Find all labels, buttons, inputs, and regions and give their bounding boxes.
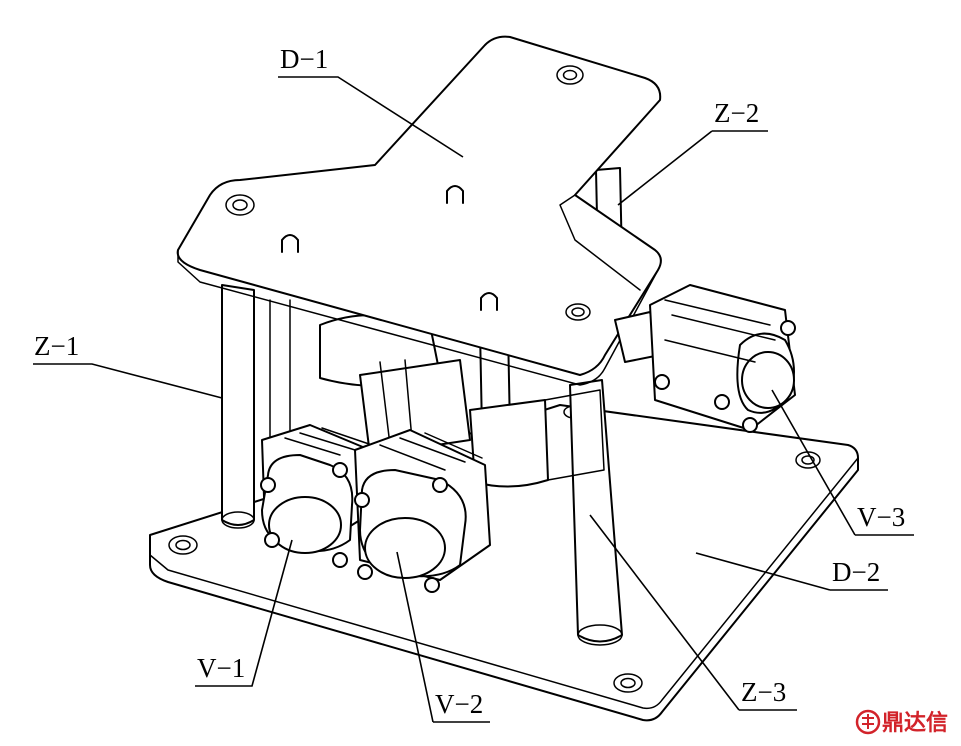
label-z2: Z−2 bbox=[714, 98, 759, 128]
leader-z1 bbox=[33, 363, 223, 399]
watermark-text: 鼎达信 bbox=[882, 710, 948, 736]
leader-d2 bbox=[695, 552, 888, 591]
label-d1: D−1 bbox=[280, 44, 328, 74]
column-z1 bbox=[221, 284, 291, 529]
watermark-icon bbox=[855, 709, 881, 735]
top-plate-d1 bbox=[176, 35, 662, 386]
cylinder-v3 bbox=[614, 284, 796, 433]
label-d2: D−2 bbox=[832, 557, 880, 587]
leader-v1 bbox=[195, 539, 293, 687]
label-v2: V−2 bbox=[435, 689, 483, 719]
center-housing bbox=[319, 314, 605, 488]
label-v1: V−1 bbox=[197, 653, 245, 683]
part-labels: D−1 Z−2 Z−1 V−3 D−2 V−1 Z−3 V−2 bbox=[34, 44, 905, 719]
leader-d1 bbox=[278, 76, 464, 158]
cylinder-v1 bbox=[260, 424, 373, 568]
watermark-logo: 鼎达信 bbox=[855, 709, 948, 736]
leader-z2 bbox=[617, 130, 768, 206]
label-v3: V−3 bbox=[857, 502, 905, 532]
leader-v2 bbox=[396, 551, 490, 723]
cylinder-v2 bbox=[354, 429, 491, 593]
label-z1: Z−1 bbox=[34, 331, 79, 361]
leader-z3 bbox=[589, 514, 797, 711]
column-z3 bbox=[569, 379, 623, 646]
leader-lines bbox=[33, 76, 914, 723]
leader-v3 bbox=[771, 389, 914, 536]
label-z3: Z−3 bbox=[741, 677, 786, 707]
